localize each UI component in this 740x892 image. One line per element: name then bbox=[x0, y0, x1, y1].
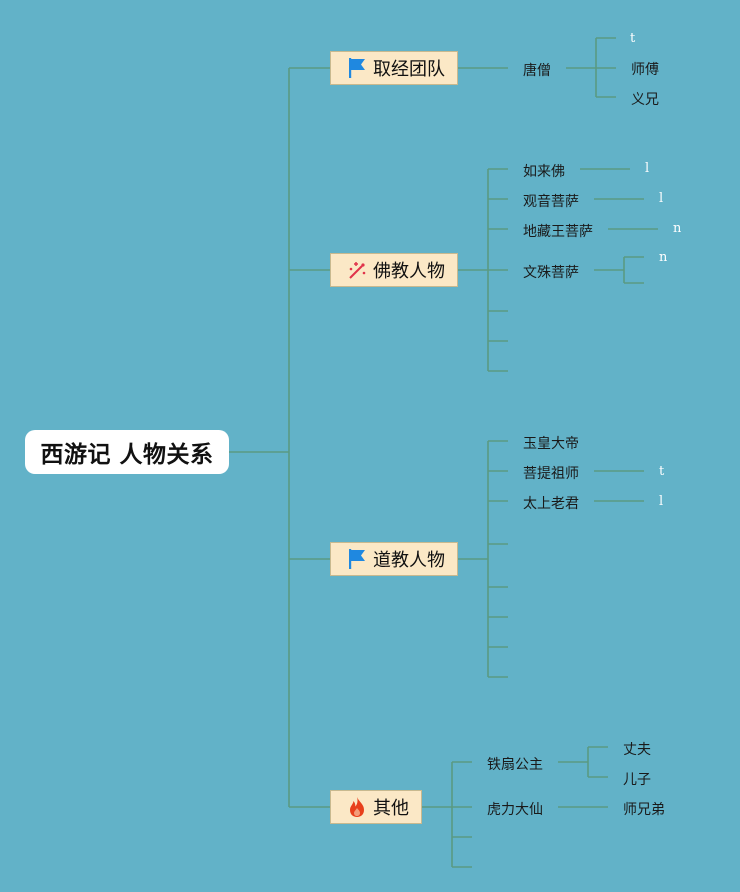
subtopic-leaf[interactable]: l bbox=[659, 191, 664, 206]
subtopic-leaf[interactable]: 丈夫 bbox=[623, 742, 651, 758]
subtopic-leaf[interactable]: t bbox=[659, 464, 665, 479]
branch-topic[interactable]: 其他 bbox=[330, 790, 422, 824]
branch-topic[interactable]: 佛教人物 bbox=[330, 253, 458, 287]
subtopic-leaf[interactable]: 师兄弟 bbox=[623, 802, 665, 818]
subtopic-leaf[interactable]: 义兄 bbox=[631, 92, 659, 108]
subtopic-leaf[interactable]: n bbox=[659, 250, 668, 265]
branch-topic[interactable]: 取经团队 bbox=[330, 51, 458, 85]
subtopic[interactable]: 文殊菩萨 bbox=[523, 265, 579, 281]
fire-icon bbox=[347, 796, 367, 818]
subtopic[interactable]: 玉皇大帝 bbox=[523, 436, 579, 452]
branch-topic[interactable]: 道教人物 bbox=[330, 542, 458, 576]
subtopic-leaf[interactable]: 儿子 bbox=[623, 772, 651, 788]
subtopic-leaf[interactable]: t bbox=[630, 31, 636, 46]
subtopic[interactable]: 太上老君 bbox=[523, 496, 579, 512]
subtopic[interactable]: 唐僧 bbox=[523, 63, 551, 79]
flag-icon bbox=[347, 57, 367, 79]
subtopic-leaf[interactable]: n bbox=[673, 221, 682, 236]
subtopic[interactable]: 菩提祖师 bbox=[523, 466, 579, 482]
subtopic[interactable]: 地藏王菩萨 bbox=[523, 224, 593, 240]
subtopic[interactable]: 虎力大仙 bbox=[487, 802, 543, 818]
subtopic-leaf[interactable]: 师傅 bbox=[631, 62, 659, 78]
root-topic[interactable]: 西游记 人物关系 bbox=[25, 430, 229, 474]
branch-label: 取经团队 bbox=[373, 59, 445, 80]
branch-label: 其他 bbox=[373, 798, 409, 819]
subtopic-leaf[interactable]: l bbox=[659, 494, 664, 509]
subtopic[interactable]: 观音菩萨 bbox=[523, 194, 579, 210]
branch-label: 佛教人物 bbox=[373, 261, 445, 282]
subtopic-leaf[interactable]: l bbox=[645, 161, 650, 176]
subtopic[interactable]: 如来佛 bbox=[523, 164, 565, 180]
subtopic[interactable]: 铁扇公主 bbox=[487, 757, 543, 773]
branch-label: 道教人物 bbox=[373, 550, 445, 571]
flag-icon bbox=[347, 548, 367, 570]
sparkle-icon bbox=[347, 259, 367, 281]
